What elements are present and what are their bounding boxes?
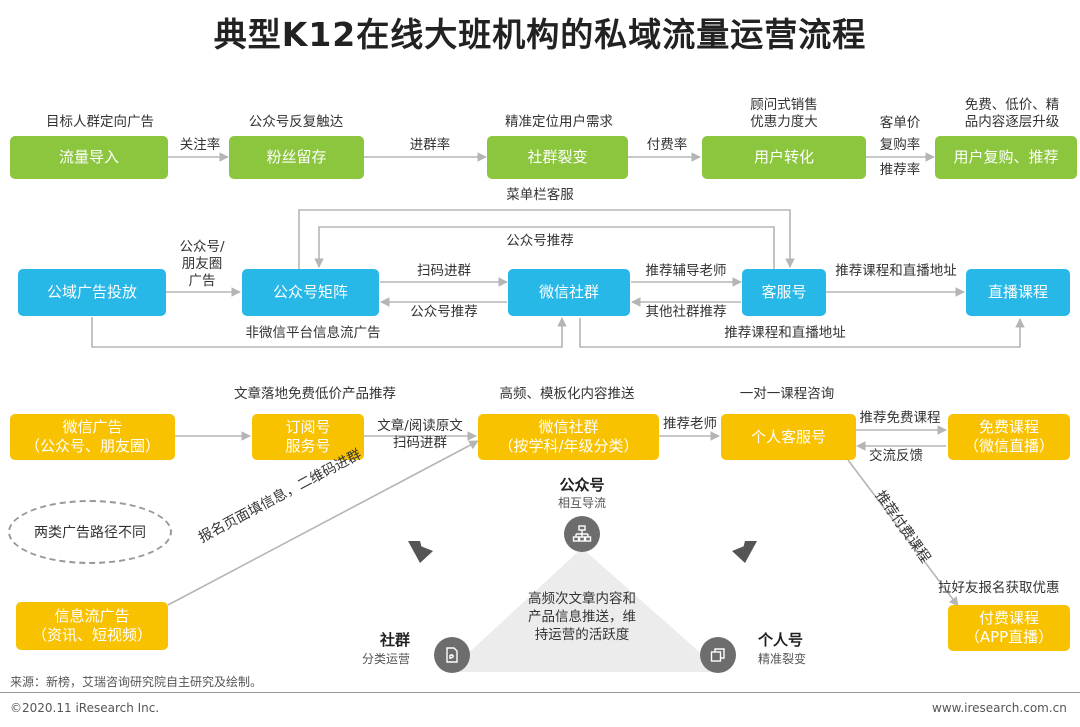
label-invite-discount: 拉好友报名获取优惠 [938,580,1060,596]
box-fan-retention: 粉丝留存 [229,136,364,179]
box-live-course: 直播课程 [966,269,1070,316]
label-oa-recommend: 公众号推荐 [410,304,478,320]
label-recommend-course-addr: 推荐课程和直播地址 [835,263,957,279]
box-feed-ad: 信息流广告 （资讯、短视频） [16,602,168,650]
tri-right-title: 个人号 [758,631,804,649]
loop-course-addr [579,318,1025,348]
tri-left-sub: 分类运营 [361,652,410,666]
label-oa-recommend-top: 公众号推荐 [506,233,574,249]
label-recommend-rate: 推荐率 [879,162,921,178]
label-follow-rate: 关注率 [179,137,221,153]
loop-menu-service [298,209,795,269]
box-paid-course: 付费课程 （APP直播） [948,605,1070,651]
tri-left-title: 社群 [379,631,410,649]
label-recommend-free: 推荐免费课程 [859,410,941,426]
org-chart-icon [564,516,600,552]
box-service-account: 客服号 [742,269,826,316]
note-two-ad-paths: 两类广告路径不同 [8,500,172,564]
label-recommend-course-addr-bottom: 推荐课程和直播地址 [724,325,846,341]
tri-right-sub: 精准裂变 [758,652,807,666]
label-join-rate: 进群率 [409,137,451,153]
page-title: 典型K12在线大班机构的私域流量运营流程 [213,15,867,54]
box-free-course: 免费课程 （微信直播） [948,414,1070,460]
triangle-bg [448,548,722,672]
label-exchange-feedback: 交流反馈 [869,448,923,464]
chevron-left-icon [408,541,433,563]
chevron-right-icon [732,541,757,563]
box-wechat-group-category: 微信社群 （按学科/年级分类） [478,414,659,460]
tri-center-text: 高频次文章内容和 产品信息推送，维 持运营的活跃度 [528,591,636,643]
box-traffic-import: 流量导入 [10,136,168,179]
box-wechat-ad: 微信广告 （公众号、朋友圈） [10,414,175,460]
label-target-ad: 目标人群定向广告 [46,114,154,130]
label-oa-moments-ad: 公众号/ 朋友圈 广告 [179,239,225,289]
label-unit-price-repurchase: 客单价 复购率 [879,115,921,153]
source-note: 来源：新榜，艾瑞咨询研究院自主研究及绘制。 [10,675,263,689]
label-recommend-teacher: 推荐老师 [663,416,717,432]
label-scan-join: 扫码进群 [417,263,471,279]
arrow-diag-paid [847,459,959,607]
box-wechat-group: 微信社群 [508,269,630,316]
box-repurchase-recommend: 用户复购、推荐 [935,136,1077,179]
label-content-upgrade: 免费、低价、精 品内容逐层升级 [964,97,1060,130]
label-menu-service: 菜单栏客服 [506,187,574,203]
box-user-conversion: 用户转化 [702,136,866,179]
label-recommend-tutor: 推荐辅导老师 [645,263,727,279]
label-one-on-one: 一对一课程咨询 [739,386,835,402]
box-personal-service: 个人客服号 [721,414,856,460]
website: www.iresearch.com.cn [932,701,1067,715]
label-pay-rate: 付费率 [646,137,688,153]
label-non-wechat-ad: 非微信平台信息流广告 [245,325,381,341]
label-article-read: 文章/阅读原文 扫码进群 [377,418,463,451]
copy-icon [700,637,736,673]
loop-oa-recommend [314,226,775,269]
label-high-freq: 高频、模板化内容推送 [499,386,635,402]
box-community-fission: 社群裂变 [487,136,628,179]
label-precise-position: 精准定位用户需求 [505,114,613,130]
arrow-diag-signup [167,440,479,606]
box-public-ad: 公域广告投放 [18,269,166,316]
label-consultative-sales: 顾问式销售 优惠力度大 [750,97,818,130]
box-subscription-service: 订阅号 服务号 [252,414,364,460]
copyright: ©2020.11 iResearch Inc. [10,701,160,715]
box-oa-matrix: 公众号矩阵 [242,269,379,316]
label-other-group-recommend: 其他社群推荐 [645,304,727,320]
loop-non-wechat [91,317,567,348]
tri-top-sub: 相互导流 [557,496,606,510]
label-article-landing: 文章落地免费低价产品推荐 [234,386,396,402]
label-oa-reach: 公众号反复触达 [248,114,344,130]
document-icon [434,637,470,673]
tri-top-title: 公众号 [559,476,605,494]
footer-divider [0,692,1080,693]
